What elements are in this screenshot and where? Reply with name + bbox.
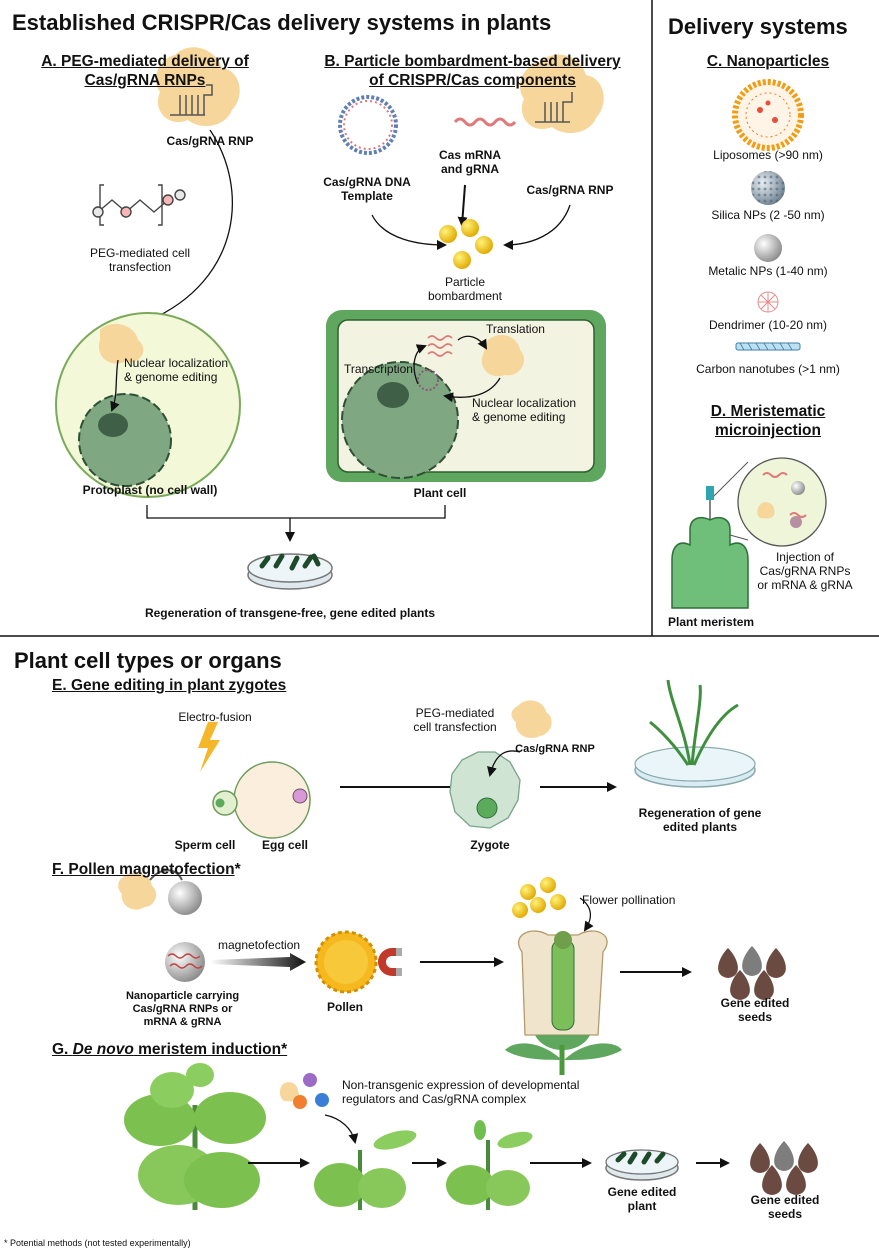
protoplast-rnp	[98, 323, 144, 364]
pollen-label: Pollen	[326, 1000, 363, 1014]
gold-particles-icon	[439, 219, 493, 269]
np-carrier-icon	[165, 942, 205, 982]
flower-pollination-label: Flower pollination	[582, 893, 676, 907]
arrow-rnp-to-particles	[503, 204, 571, 250]
rnp-icon-e	[511, 700, 552, 739]
nucleolus	[98, 413, 128, 437]
np-nanotubes-label: Carbon nanotubes (>1 nm)	[696, 362, 840, 376]
peg-molecule-icon	[92, 184, 186, 226]
meristem-label: Plant meristem	[668, 615, 755, 629]
zygote-label: Zygote	[470, 838, 510, 852]
rnp-icon-f	[118, 872, 157, 910]
right-title: Delivery systems	[668, 14, 848, 39]
bottom-title: Plant cell types or organs	[14, 648, 282, 673]
large-plant-icon	[124, 1063, 266, 1210]
dna-plasmid-icon	[338, 95, 398, 155]
pollen-grain-icon	[314, 930, 378, 994]
transcription-label: Transcription	[344, 362, 413, 376]
arrow-transcription	[413, 344, 427, 385]
egg-cell-label: Egg cell	[261, 838, 308, 852]
arrow-nuclear-b	[443, 377, 501, 403]
arrow-peg-zygote	[487, 750, 521, 777]
footnote: * Potential methods (not tested experime…	[4, 1238, 191, 1248]
magnetofection-arrow	[210, 953, 306, 971]
rnp-icon-b	[519, 54, 604, 134]
arrow-dna-to-particles	[371, 214, 447, 250]
np-liposomes-label: Liposomes (>90 nm)	[713, 148, 823, 162]
mrna-squiggle-icon	[453, 117, 517, 127]
rnp-label-a: Cas/gRNA RNP	[166, 134, 254, 148]
arrow-nuclear-a	[110, 359, 120, 412]
np-silica-label: Silica NPs (2 -50 nm)	[711, 208, 825, 222]
rnp-icon	[155, 47, 240, 126]
expression-label: Non-transgenic expression of development…	[342, 1078, 580, 1106]
section-f-title: F. Pollen magnetofection*	[52, 861, 241, 878]
magnetofection-label: magnetofection	[218, 938, 301, 952]
meristem-shape	[671, 517, 749, 609]
protoplast-label: Protoplast (no cell wall)	[82, 483, 218, 497]
np-dendrimer-label: Dendrimer (10-20 nm)	[708, 318, 828, 332]
liposome-icon	[732, 79, 804, 151]
dna-in-nucleus-icon	[417, 369, 439, 391]
arrow-mrna-to-particles	[457, 184, 468, 227]
plant-cell-label: Plant cell	[413, 486, 467, 500]
petri-dish-grass-icon	[634, 679, 756, 788]
lightning-icon	[198, 722, 220, 772]
injection-zoom-circle	[737, 457, 827, 547]
seeds-icon-g	[750, 1141, 818, 1195]
electrofusion-label: Electro-fusion	[178, 710, 252, 724]
pollen-cluster-icon	[512, 877, 566, 918]
seeds-icon-f	[718, 946, 786, 1000]
protoplast-nucleus	[78, 393, 172, 487]
petri-dish-g-icon	[605, 1149, 679, 1181]
section-c-title: C. Nanoparticles	[706, 53, 830, 70]
top-title: Established CRISPR/Cas delivery systems …	[12, 10, 552, 35]
arrow-translation	[457, 335, 488, 350]
translation-label: Translation	[486, 322, 545, 336]
bracket-merge	[146, 505, 446, 519]
plant-cell-rnp	[481, 335, 525, 377]
regeneration-label: Regeneration of transgene-free, gene edi…	[144, 606, 436, 620]
mrna-in-cell-icon	[427, 335, 453, 357]
petri-dish-plants-icon	[247, 553, 333, 590]
nuclear-label-b: Nuclear localization& genome editing	[472, 396, 577, 424]
plant-cell-nucleus	[341, 361, 459, 479]
np-metallic-label: Metalic NPs (1-40 nm)	[708, 264, 828, 278]
dendrimer-icon	[757, 291, 779, 313]
rnp-label-e: Cas/gRNA RNP	[515, 743, 595, 755]
zygote-cell	[449, 751, 521, 829]
rnp-label-b: Cas/gRNA RNP	[526, 183, 614, 197]
microinjector-needle-icon	[706, 486, 714, 500]
metallic-np-icon	[754, 234, 782, 262]
sperm-cell	[212, 790, 238, 816]
flower-icon	[505, 930, 622, 1075]
section-g-title: G. De novo meristem induction*	[52, 1041, 288, 1058]
nuclear-label-a: Nuclear localization& genome editing	[124, 356, 229, 384]
section-e-title: E. Gene editing in plant zygotes	[52, 677, 287, 694]
regulators-icon	[280, 1073, 329, 1109]
sperm-cell-label: Sperm cell	[174, 838, 236, 852]
plant-with-shoot-icon	[446, 1120, 533, 1210]
plant-with-meristem-icon	[314, 1130, 417, 1210]
arrow-rnp-to-protoplast	[148, 129, 233, 322]
